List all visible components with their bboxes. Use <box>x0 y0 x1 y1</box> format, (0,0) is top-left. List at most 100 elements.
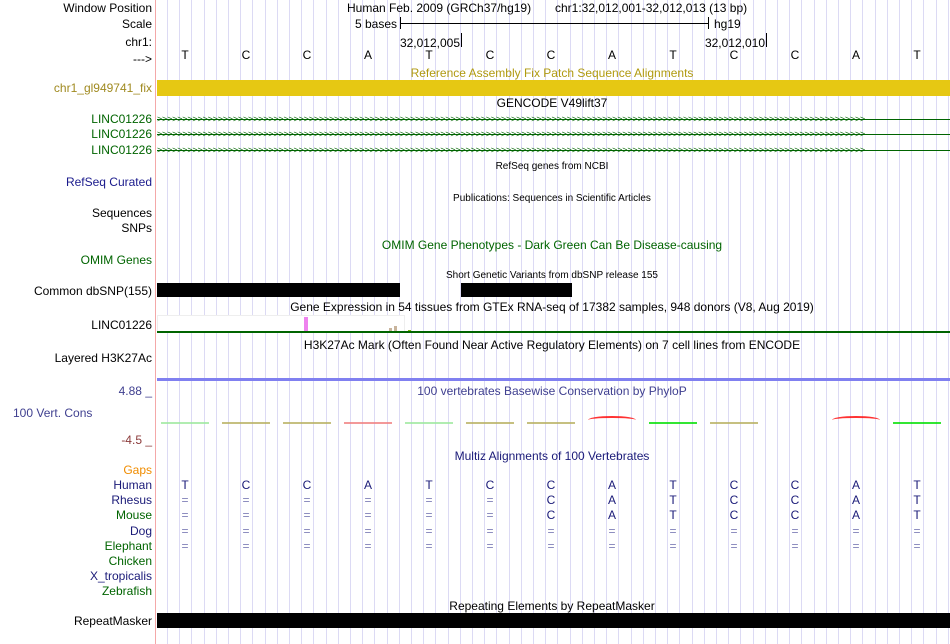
sequence-base: A <box>851 48 861 62</box>
publications-label[interactable]: Sequences <box>91 206 152 220</box>
multiz-base: = <box>669 523 677 538</box>
multiz-base: = <box>425 493 433 508</box>
multiz-species-label[interactable]: Zebrafish <box>101 584 152 599</box>
phylop-score-mark[interactable] <box>832 416 880 424</box>
multiz-gaps-label[interactable]: Gaps <box>123 463 152 477</box>
snp-feature[interactable] <box>157 283 400 297</box>
multiz-base: = <box>547 538 555 553</box>
multiz-species-label[interactable]: Human <box>113 478 152 492</box>
phylop-score-mark[interactable] <box>649 422 697 424</box>
gtex-track-title[interactable]: Gene Expression in 54 tissues from GTEx … <box>290 300 814 314</box>
multiz-base: = <box>242 523 250 538</box>
gene-model[interactable] <box>157 150 950 151</box>
multiz-base: = <box>303 493 311 508</box>
phylop-score-mark[interactable] <box>405 422 453 424</box>
gencode-item-label[interactable]: LINC01226 <box>91 143 152 157</box>
multiz-species-label[interactable]: Rhesus <box>111 493 152 508</box>
gtex-label[interactable]: LINC01226 <box>91 318 152 332</box>
gene-model[interactable] <box>157 119 950 120</box>
gtex-tissue-bar[interactable] <box>304 317 308 332</box>
multiz-base: A <box>607 478 617 492</box>
phylop-label[interactable]: 100 Vert. Cons <box>13 406 93 420</box>
grid-line <box>826 0 827 644</box>
multiz-base: A <box>607 493 617 508</box>
multiz-base: = <box>730 523 738 538</box>
dbsnp-label[interactable]: Common dbSNP(155) <box>33 284 152 298</box>
phylop-score-mark[interactable] <box>893 422 941 424</box>
multiz-track-title[interactable]: Multiz Alignments of 100 Vertebrates <box>454 449 650 463</box>
gtex-tissue-bar[interactable] <box>394 326 397 332</box>
multiz-base: A <box>851 493 861 508</box>
multiz-base: = <box>486 523 494 538</box>
gene-model[interactable] <box>157 134 950 135</box>
multiz-base: T <box>913 508 921 523</box>
multiz-species-label[interactable]: Elephant <box>104 538 152 553</box>
gencode-track-title[interactable]: GENCODE V49lift37 <box>496 96 608 110</box>
sequence-base: A <box>363 48 373 62</box>
multiz-base: T <box>669 478 677 492</box>
phylop-score-mark[interactable] <box>588 416 636 424</box>
phylop-score-mark[interactable] <box>161 422 209 424</box>
gtex-tissue-bar[interactable] <box>389 328 392 332</box>
multiz-species-label[interactable]: Chicken <box>108 554 152 568</box>
gtex-expression-box[interactable] <box>157 315 411 332</box>
omim-label[interactable]: OMIM Genes <box>80 253 152 267</box>
multiz-base: = <box>486 493 494 508</box>
multiz-base: = <box>242 538 250 553</box>
sequence-base: T <box>181 48 189 62</box>
multiz-base: = <box>303 508 311 523</box>
strand-label: ---> <box>133 52 152 66</box>
multiz-base: C <box>241 478 251 492</box>
multiz-base: = <box>486 538 494 553</box>
phylop-score-mark[interactable] <box>344 422 392 424</box>
multiz-base: T <box>181 478 189 492</box>
sequence-base: C <box>546 48 556 62</box>
phylop-score-mark[interactable] <box>222 422 270 424</box>
phylop-score-mark[interactable] <box>466 422 514 424</box>
publications-label[interactable]: SNPs <box>121 221 152 235</box>
refseq-label[interactable]: RefSeq Curated <box>65 175 152 189</box>
multiz-base: = <box>181 538 189 553</box>
multiz-species-label[interactable]: Dog <box>129 523 152 538</box>
multiz-base: = <box>425 538 433 553</box>
repeatmasker-label[interactable]: RepeatMasker <box>73 614 152 628</box>
grid-line <box>411 0 412 644</box>
gencode-item-label[interactable]: LINC01226 <box>91 127 152 141</box>
grid-line <box>557 0 558 644</box>
repeatmasker-track-title[interactable]: Repeating Elements by RepeatMasker <box>449 599 655 613</box>
refseq-track-title[interactable]: RefSeq genes from NCBI <box>495 161 609 172</box>
grid-line <box>887 0 888 644</box>
multiz-base: C <box>485 478 495 492</box>
dbsnp-track-title[interactable]: Short Genetic Variants from dbSNP releas… <box>446 270 658 281</box>
h3k27ac-label[interactable]: Layered H3K27Ac <box>54 351 152 365</box>
label-divider <box>155 0 156 644</box>
phylop-score-mark[interactable] <box>710 422 758 424</box>
multiz-base: = <box>181 493 189 508</box>
repeat-feature[interactable] <box>157 613 950 628</box>
h3k27ac-signal[interactable] <box>157 378 950 381</box>
gencode-item-label[interactable]: LINC01226 <box>91 112 152 126</box>
grid-line <box>460 0 461 644</box>
multiz-base: A <box>851 478 861 492</box>
omim-track-title[interactable]: OMIM Gene Phenotypes - Dark Green Can Be… <box>381 238 723 252</box>
snp-feature[interactable] <box>461 283 572 297</box>
grid-line <box>936 0 937 644</box>
fix-patch-bar[interactable] <box>157 80 950 96</box>
multiz-species-label[interactable]: X_tropicalis <box>89 569 152 584</box>
publications-track-title[interactable]: Publications: Sequences in Scientific Ar… <box>453 193 651 204</box>
grid-line <box>484 0 485 644</box>
grid-line <box>570 0 571 644</box>
multiz-base: T <box>913 478 921 492</box>
phylop-graph[interactable] <box>0 412 950 428</box>
sequence-base: T <box>913 48 921 62</box>
h3k27ac-track-title[interactable]: H3K27Ac Mark (Often Found Near Active Re… <box>303 338 801 352</box>
phylop-track-title[interactable]: 100 vertebrates Basewise Conservation by… <box>417 384 687 398</box>
phylop-score-mark[interactable] <box>283 422 331 424</box>
fix-patch-label[interactable]: chr1_gl949741_fix <box>53 81 152 95</box>
multiz-base: = <box>364 523 372 538</box>
fix-patch-track-title[interactable]: Reference Assembly Fix Patch Sequence Al… <box>410 66 694 80</box>
phylop-score-mark[interactable] <box>527 422 575 424</box>
strand-arrows-icon: > > > > > > > > > > > > > > > > > > > > … <box>157 130 865 139</box>
multiz-species-label[interactable]: Mouse <box>115 508 152 523</box>
